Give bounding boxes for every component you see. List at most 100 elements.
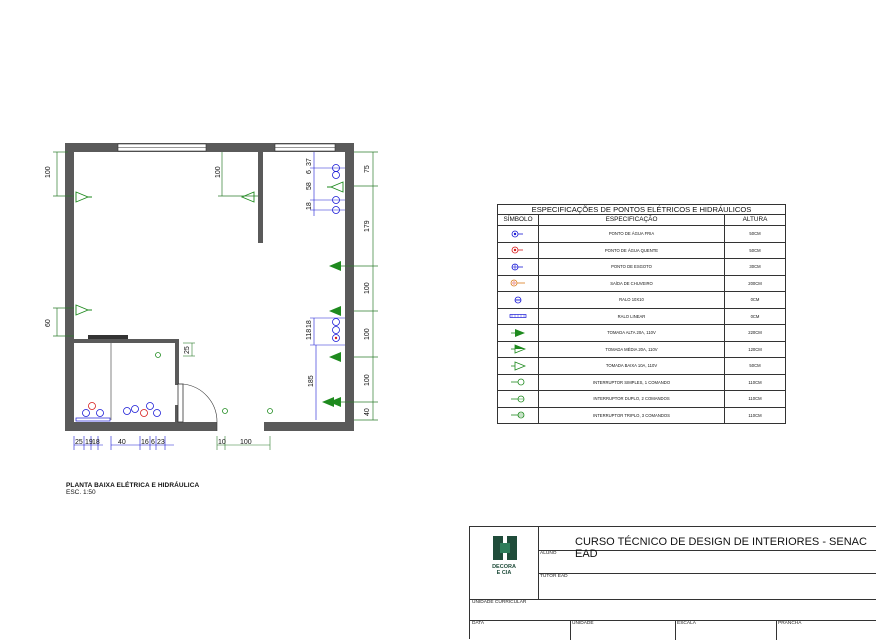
spec-row: PONTO DE ESGOTO 30CM [498, 259, 785, 276]
windows [117, 143, 336, 152]
aluno-label: ALUNO [540, 551, 557, 556]
spec-height: 120CM [748, 346, 762, 352]
spec-height: 50CM [749, 231, 761, 237]
switch-double-icon [498, 391, 539, 407]
spec-row: RALO 10X10 0CM [498, 292, 785, 309]
unidade-curricular-label: UNIDADE CURRICULAR [472, 600, 527, 605]
dim-b-10: 10 [218, 439, 226, 446]
bathroom-points [82, 402, 161, 417]
dim-small-118: 118 [306, 329, 313, 340]
spec-text: INTERRUPTOR DUPLO, 2 COMANDOS [539, 391, 725, 407]
spec-table-title: ESPECIFICAÇÕES DE PONTOS ELÉTRICOS E HID… [498, 205, 785, 215]
dim-185: 185 [308, 375, 315, 387]
spec-height: 30CM [749, 264, 761, 270]
left-dimension-lines [53, 151, 258, 337]
spec-height: 50CM [749, 363, 761, 369]
dim-right-100b: 100 [364, 328, 371, 340]
spec-text: PONTO DE ÁGUA FRIA [539, 226, 725, 242]
spec-text: INTERRUPTOR SIMPLES, 1 COMANDO [539, 374, 725, 390]
header-height: ALTURA [742, 216, 768, 223]
spec-height: 0CM [750, 313, 760, 319]
bottom-door-dimension-lines [216, 436, 271, 450]
spec-text: PONTO DE ESGOTO [539, 259, 725, 275]
switch-symbols [155, 352, 273, 414]
dim-b-25: 25 [75, 439, 83, 446]
unidade-label: UNIDADE [572, 621, 594, 626]
entrance-door [177, 383, 218, 431]
logo-line2: E CIA [496, 570, 512, 576]
spec-text: RALO 10X10 [539, 292, 725, 308]
socket-high-icon [329, 352, 341, 362]
dim-small-58: 58 [306, 182, 313, 190]
spec-text: RALO LINEAR [539, 308, 725, 324]
spec-height: 0CM [750, 297, 760, 303]
switch-single-icon [498, 374, 539, 390]
switch-triple-icon [498, 407, 539, 423]
dim-left-60: 60 [45, 319, 52, 327]
dim-b-18: 18 [92, 439, 100, 446]
data-label: DATA [472, 621, 485, 626]
dim-small-18a: 18 [306, 202, 313, 210]
socket-high-icon [498, 325, 539, 341]
plan-caption-scale: ESC. 1:50 [66, 489, 96, 496]
dim-b-6: 6 [151, 439, 155, 446]
socket-mid-icon [322, 397, 334, 407]
spec-height: 220CM [748, 330, 762, 336]
tutor-label: TUTOR EAD [540, 574, 568, 579]
dim-small-18b: 18 [306, 320, 313, 328]
socket-high-icon [329, 306, 341, 316]
dim-small-37: 37 [306, 158, 313, 166]
dim-small-6: 6 [306, 170, 313, 174]
spec-row: TOMADA BAIXA 10A, 110V 50CM [498, 358, 785, 375]
dim-b-19: 19 [85, 439, 93, 446]
right-small-dimension-lines [310, 152, 345, 420]
spec-height: 110CM [748, 396, 762, 402]
bathroom-counter [88, 335, 128, 339]
dim-b-16: 16 [141, 439, 149, 446]
socket-low-icon [498, 358, 539, 374]
dim-right-179: 179 [364, 220, 371, 232]
dim-right-100a: 100 [364, 282, 371, 294]
dim-b-23: 23 [157, 439, 165, 446]
linear-drain-icon [498, 308, 539, 324]
dim-right-100c: 100 [364, 374, 371, 386]
header-symbol: SÍMBOLO [498, 215, 539, 225]
spec-row: RALO LINEAR 0CM [498, 308, 785, 325]
sewage-icon [498, 259, 539, 275]
dim-b-40: 40 [118, 439, 126, 446]
walls [65, 143, 354, 431]
socket-low-icon [327, 181, 344, 193]
hot-water-dots [334, 336, 338, 340]
logo-line1: DECORA [492, 564, 516, 570]
spec-height: 110CM [748, 379, 762, 385]
spec-height: 50CM [749, 247, 761, 253]
spec-text: TOMADA BAIXA 10A, 110V [539, 358, 725, 374]
dim-b-100: 100 [240, 439, 252, 446]
title-block: DECORA E CIA CURSO TÉCNICO DE DESIGN DE … [469, 526, 876, 640]
socket-mid-icon [498, 341, 539, 357]
prancha-label: PRANCHA [778, 621, 802, 626]
plan-caption-title: PLANTA BAIXA ELÉTRICA E HIDRÁULICA [66, 482, 200, 489]
dim-right-40: 40 [364, 408, 371, 416]
linear-drain-icon [75, 417, 111, 422]
dim-inner-100: 100 [215, 166, 222, 178]
spec-text: SAÍDA DE CHUVEIRO [539, 275, 725, 291]
socket-low-icon [75, 191, 92, 203]
socket-high-icon [329, 397, 341, 407]
spec-height: 200CM [748, 280, 762, 286]
spec-table: ESPECIFICAÇÕES DE PONTOS ELÉTRICOS E HID… [497, 204, 786, 424]
spec-text: TOMADA MÉDIA 20A, 110V [539, 341, 725, 357]
header-spec: ESPECIFICAÇÃO [539, 215, 725, 225]
spec-row: INTERRUPTOR DUPLO, 2 COMANDOS 110CM [498, 391, 785, 408]
dim-25: 25 [184, 346, 191, 354]
escala-label: ESCALA [677, 621, 696, 626]
course-title: CURSO TÉCNICO DE DESIGN DE INTERIORES - … [575, 536, 867, 560]
decora-logo-icon [493, 536, 517, 560]
water-hot-icon [498, 242, 539, 258]
socket-low-icon [75, 304, 92, 316]
